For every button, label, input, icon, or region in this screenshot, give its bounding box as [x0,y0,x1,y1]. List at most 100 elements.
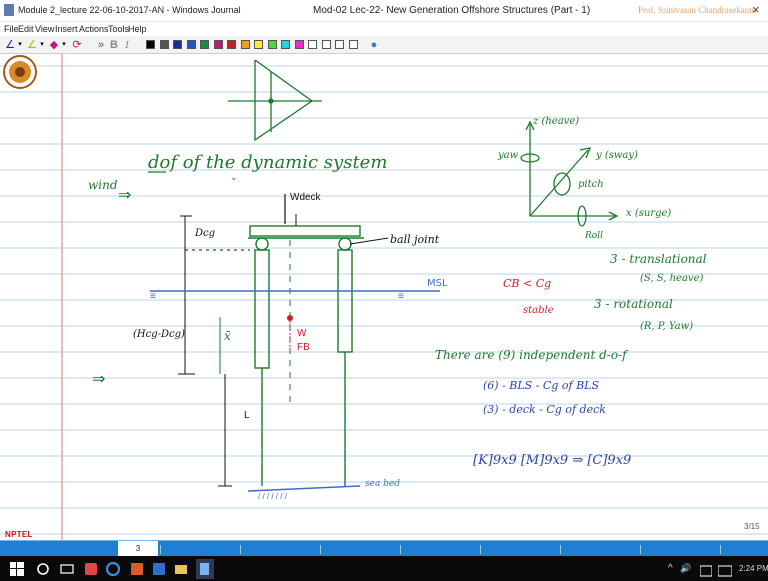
task-view-icon[interactable] [60,562,74,576]
color-swatch[interactable] [321,40,331,49]
page-tab-3[interactable]: 3 [118,541,158,556]
color-swatch[interactable] [227,40,236,49]
pen-dropdown-icon[interactable]: ▾ [18,41,22,48]
menu-actions[interactable]: Actions [79,24,109,34]
hcg-dcg-label: (Hcg-Dcg) [133,329,185,340]
cb-cg-text: CB < Cg [503,277,551,290]
buoyant-legs [254,249,353,486]
heading-dof: dof of the dynamic system [148,152,387,173]
menu-file[interactable]: File [4,24,19,34]
color-swatch[interactable] [348,40,358,49]
tray-expand-icon[interactable]: ^ [668,563,673,574]
color-swatch[interactable] [267,40,277,49]
wind-label: wind [88,178,118,192]
page-number: 3/15 [744,522,760,531]
menu-edit[interactable]: Edit [18,24,34,34]
toolbar-overflow-icon[interactable]: » [97,39,105,51]
menu-view[interactable]: View [35,24,55,34]
highlighter-icon[interactable]: ∠ [27,39,37,51]
page-drawing: dof of the dynamic system ⌄ wind ⇒ ⇒ Wde… [0,54,768,540]
highlighter-dropdown-icon[interactable]: ▾ [40,41,44,48]
wdeck-label: Wdeck [290,192,322,203]
roll-label: Roll [584,231,603,241]
keyboard-icon[interactable] [718,564,732,578]
close-icon[interactable]: × [752,2,760,17]
yaw-label: yaw [497,150,519,161]
menu-tools[interactable]: Tools [108,24,130,34]
color-swatch[interactable] [254,40,263,49]
color-swatch[interactable] [173,40,182,49]
msl-left-icon: ≡ [150,291,156,302]
sea-bed-hatch-icon: / / / / / / / [258,492,288,501]
color-swatch[interactable] [186,40,196,49]
menu-bar: File Edit View Insert Actions Tools Help [0,22,768,36]
powerpoint-icon[interactable] [130,562,144,576]
w-label: W [297,328,307,339]
sway-label: y (sway) [595,150,638,161]
dof-axes-sketch [520,120,619,227]
search-icon[interactable] [36,562,50,576]
deck-structure [248,225,364,251]
dynamic-tick: ⌄ [230,172,238,182]
color-swatch[interactable] [213,40,223,49]
color-swatch[interactable] [308,40,317,49]
color-swatch[interactable] [281,40,290,49]
bold-button[interactable]: B [110,39,118,51]
color-swatch[interactable] [335,40,344,49]
menu-help[interactable]: Help [128,24,147,34]
italic-button[interactable]: I [125,39,129,51]
ball-joint-leader [349,237,389,245]
eraser-icon[interactable]: ◆ [49,39,59,51]
nptel-logo-icon [3,55,37,89]
translational-list: (S, S, heave) [640,273,703,284]
volume-icon[interactable]: 🔊 [680,563,692,573]
cg-point [287,315,293,321]
plan-triangle-sketch [228,59,322,142]
fb-label: FB [297,342,310,353]
msl-right-icon: ≡ [398,291,404,302]
journal-app-icon [4,4,14,16]
color-palette-icon[interactable]: ● [370,39,378,51]
ruled-lines [0,65,768,535]
three-deck-text: (3) - deck - Cg of deck [483,403,606,416]
file-explorer-icon[interactable] [174,562,188,576]
pen-icon[interactable]: ∠ [5,39,15,51]
word-icon[interactable] [152,562,166,576]
eraser-dropdown-icon[interactable]: ▾ [62,41,66,48]
sea-bed-label: sea bed [365,479,400,489]
color-swatch[interactable] [294,40,304,49]
pen-toolbar: ∠ ▾ ∠ ▾ ◆ ▾ ⟳ » B I ● [0,36,768,54]
xbar-label: x̄ [224,329,231,343]
edge-browser-icon[interactable] [106,562,120,576]
window-title: Module 2_lecture 22-06-10-2017-AN - Wind… [18,5,241,15]
msl-label: MSL [427,278,448,289]
journal-page[interactable]: dof of the dynamic system ⌄ wind ⇒ ⇒ Wde… [0,54,768,540]
color-swatch[interactable] [240,40,250,49]
color-swatch[interactable] [200,40,209,49]
surge-label: x (surge) [626,208,671,219]
ball-joint-label: ball joint [390,233,440,246]
nptel-logo-text: NPTEL [5,530,33,539]
journal-taskbar-icon[interactable] [196,559,214,579]
color-swatch[interactable] [159,40,169,49]
heave-label: z (heave) [532,116,579,127]
video-title: Mod-02 Lec-22- New Generation Offshore S… [313,5,591,16]
translational-text: 3 - translational [610,252,707,266]
notification-icon[interactable] [700,564,712,578]
wind-arrow-icon: ⇒ [118,187,131,204]
rotational-text: 3 - rotational [594,297,673,311]
menu-insert[interactable]: Insert [55,24,78,34]
windows-start-icon[interactable] [10,562,24,576]
six-bls-text: (6) - BLS - Cg of BLS [483,379,599,392]
color-swatch[interactable] [146,40,155,49]
pitch-label: pitch [578,179,604,190]
media-player-icon[interactable] [84,562,98,576]
matrices-text: [K]9x9 [M]9x9 ⇒ [C]9x9 [473,453,631,468]
title-bar: Module 2_lecture 22-06-10-2017-AN - Wind… [0,0,768,22]
independent-dof-text: There are (9) independent d-o-f [435,348,629,362]
page-navigation-bar: 3 [0,540,768,556]
lasso-select-icon[interactable]: ⟳ [72,39,82,51]
clock[interactable]: 2:24 PM [739,564,768,573]
l-label: L [244,410,250,421]
wave-arrow-icon: ⇒ [92,371,105,388]
